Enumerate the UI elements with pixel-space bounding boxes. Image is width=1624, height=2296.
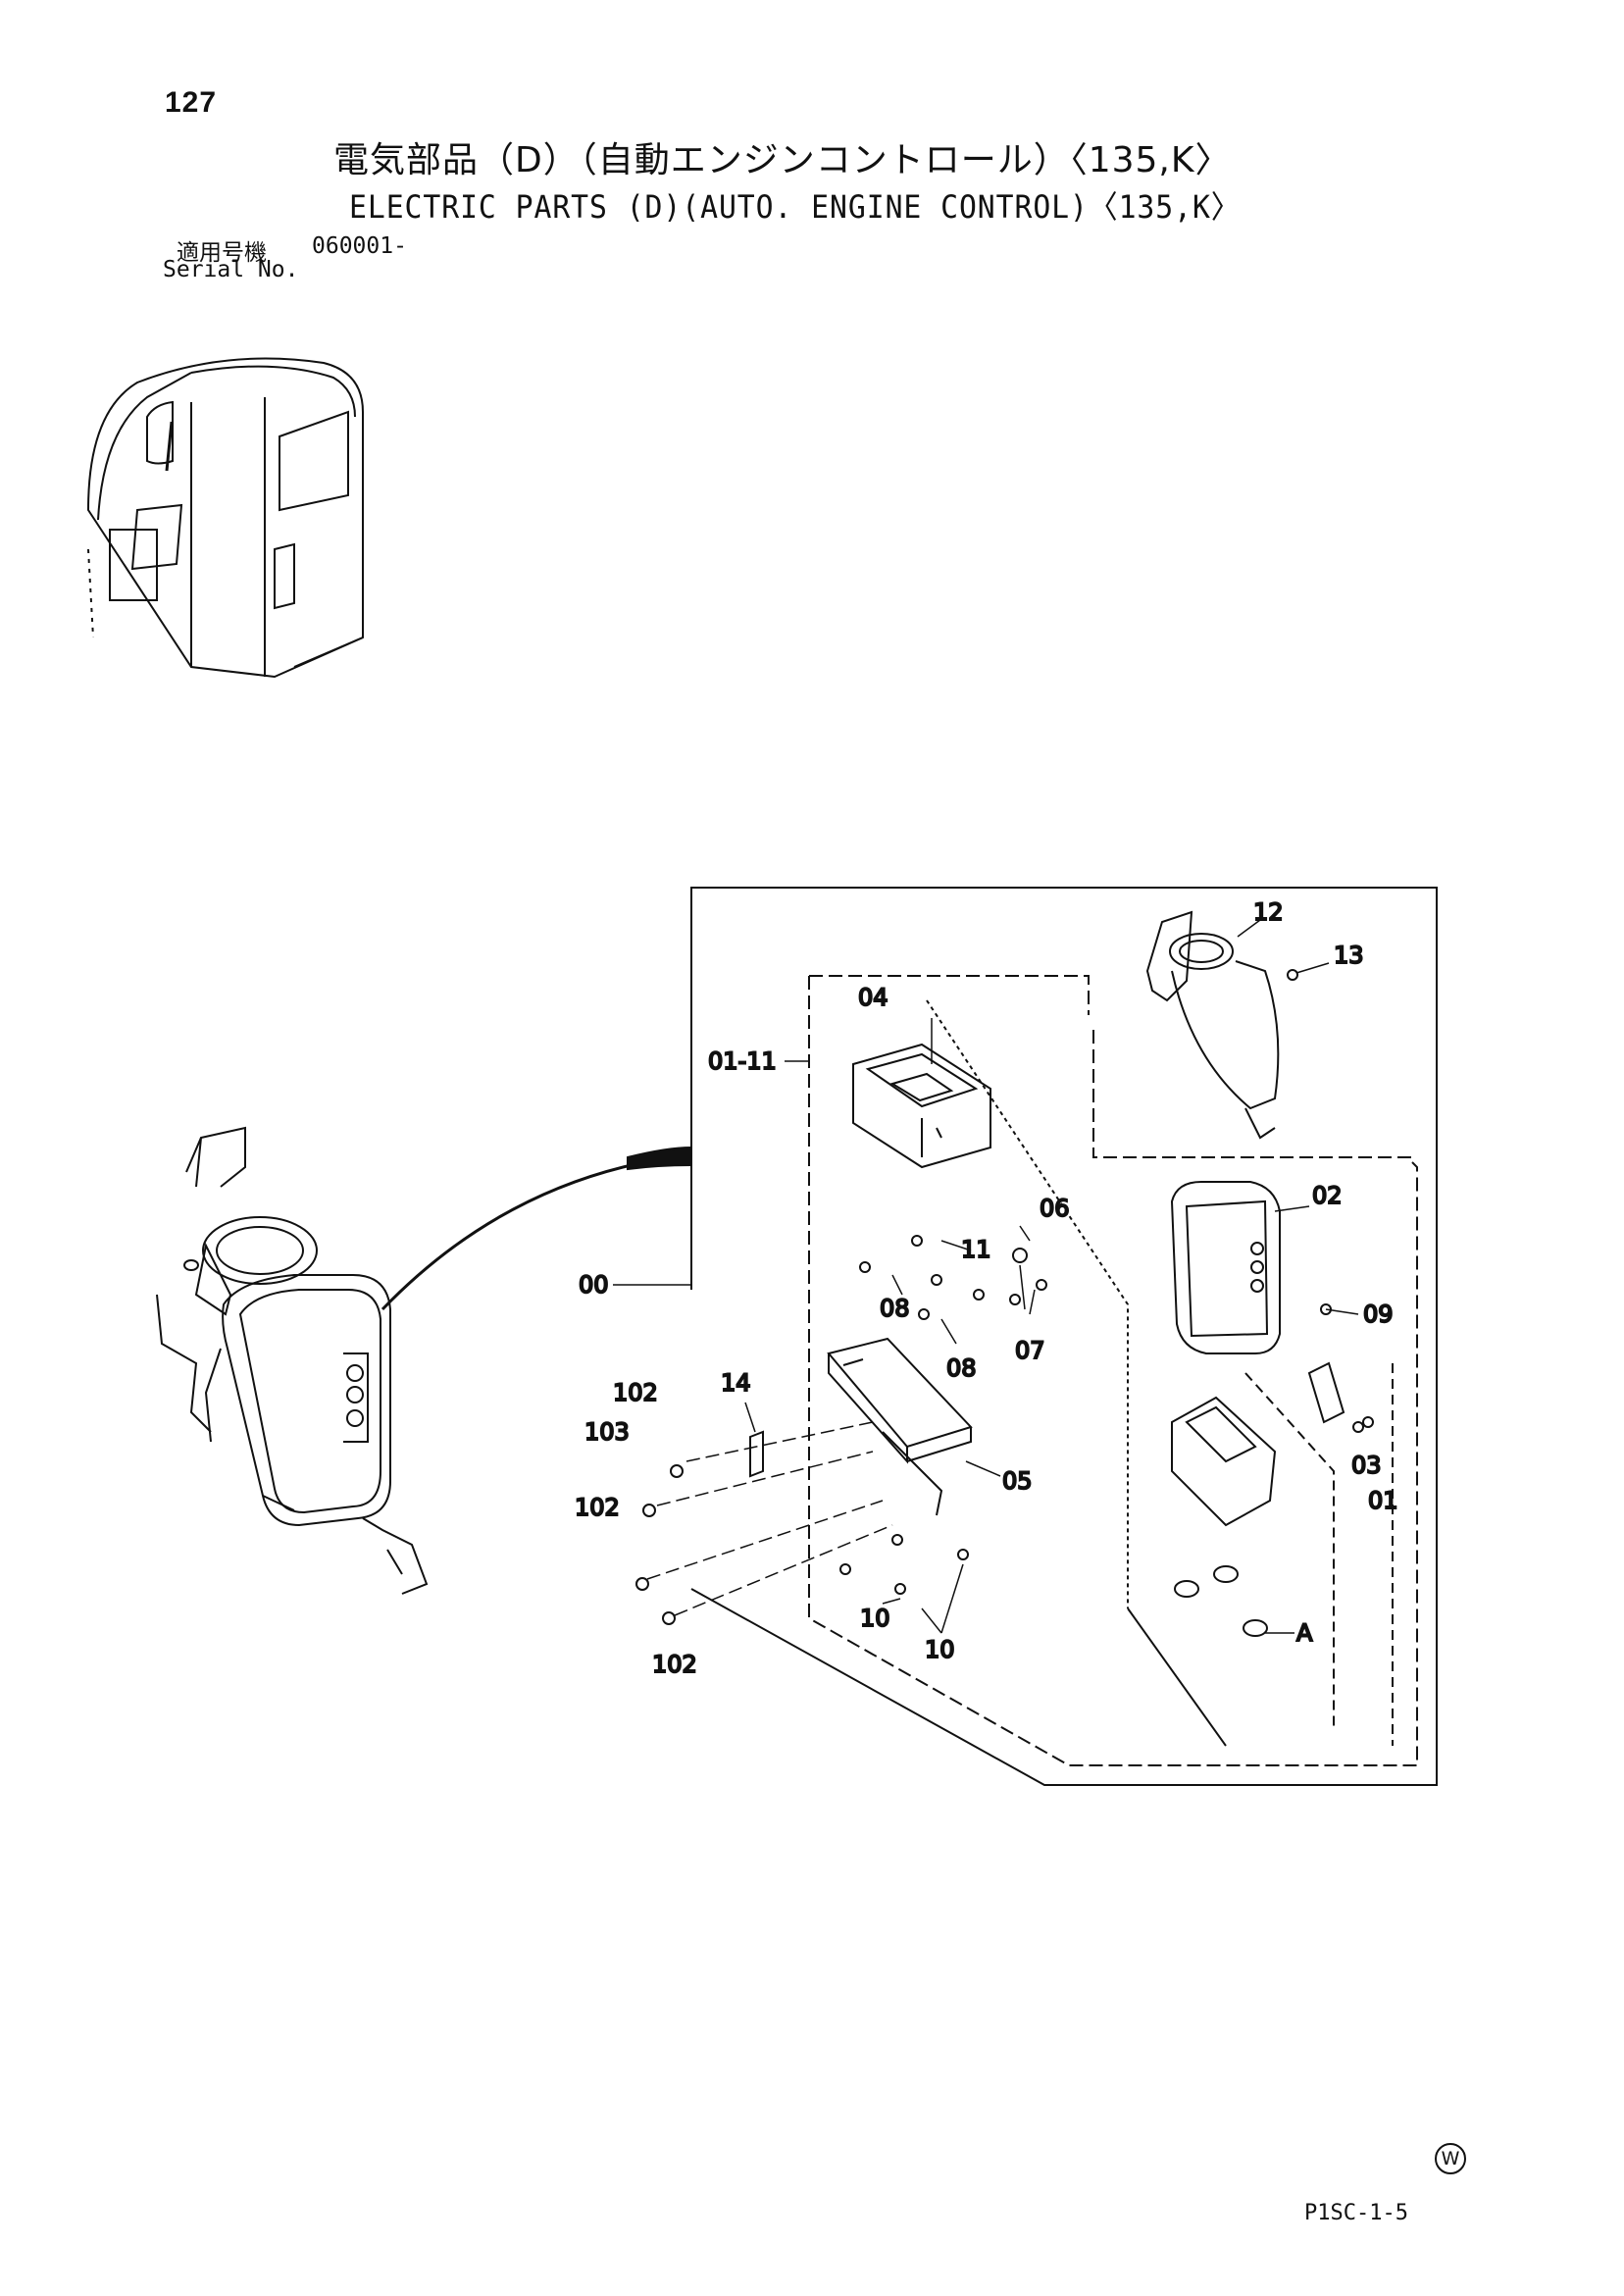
callout-09: 09 bbox=[1363, 1301, 1394, 1328]
part-05-bracket bbox=[827, 1337, 973, 1516]
leader-lines bbox=[613, 919, 1359, 1634]
fasteners bbox=[635, 1235, 1374, 1637]
callout-03: 03 bbox=[1351, 1452, 1382, 1479]
exploded-view-frame bbox=[690, 887, 1438, 1786]
callout-01: 01 bbox=[1368, 1487, 1398, 1514]
callout-08-lower: 08 bbox=[946, 1354, 977, 1382]
callout-04: 04 bbox=[858, 984, 888, 1011]
callout-05: 05 bbox=[1002, 1467, 1033, 1495]
serial-label-japanese: 適用号機 bbox=[177, 240, 267, 266]
console-assembly-illustration bbox=[156, 1126, 429, 1595]
callout-102-bottom: 102 bbox=[652, 1651, 697, 1678]
part-04-box bbox=[852, 1043, 991, 1169]
callout-08-upper: 08 bbox=[880, 1295, 910, 1322]
callout-103: 103 bbox=[584, 1418, 630, 1446]
callout-07: 07 bbox=[1015, 1337, 1045, 1364]
part-01-control-unit bbox=[1171, 1361, 1345, 1527]
page-code: P1SC-1-5 bbox=[1304, 2201, 1408, 2225]
callout-102-top: 102 bbox=[613, 1379, 658, 1406]
callout-00: 00 bbox=[579, 1271, 609, 1299]
callout-10-right: 10 bbox=[925, 1636, 955, 1663]
callout-06: 06 bbox=[1040, 1195, 1070, 1222]
part-02-controller bbox=[1170, 1181, 1281, 1354]
callout-10-left: 10 bbox=[860, 1605, 890, 1632]
callout-A: A bbox=[1296, 1619, 1313, 1647]
page-number: 127 bbox=[165, 86, 218, 119]
part-12-bezel bbox=[1145, 910, 1298, 1140]
connection-arrow bbox=[381, 1146, 692, 1311]
serial-number-value: 060001- bbox=[312, 233, 407, 259]
watermark-w-mark: W bbox=[1435, 2143, 1466, 2174]
title-english: ELECTRIC PARTS (D)(AUTO. ENGINE CONTROL)… bbox=[349, 188, 1242, 226]
callout-102-middle: 102 bbox=[575, 1494, 620, 1521]
callout-01-11: 01-11 bbox=[708, 1047, 777, 1075]
callout-14: 14 bbox=[721, 1369, 751, 1397]
callout-13: 13 bbox=[1334, 942, 1364, 969]
title-japanese: 電気部品（D）（自動エンジンコントロール）〈135,K〉 bbox=[333, 140, 1232, 180]
callout-12: 12 bbox=[1253, 898, 1284, 926]
excavator-cab-illustration bbox=[86, 357, 364, 679]
callout-11: 11 bbox=[961, 1236, 991, 1263]
callout-02: 02 bbox=[1312, 1182, 1343, 1209]
serial-label-english: Serial No. bbox=[163, 257, 299, 282]
